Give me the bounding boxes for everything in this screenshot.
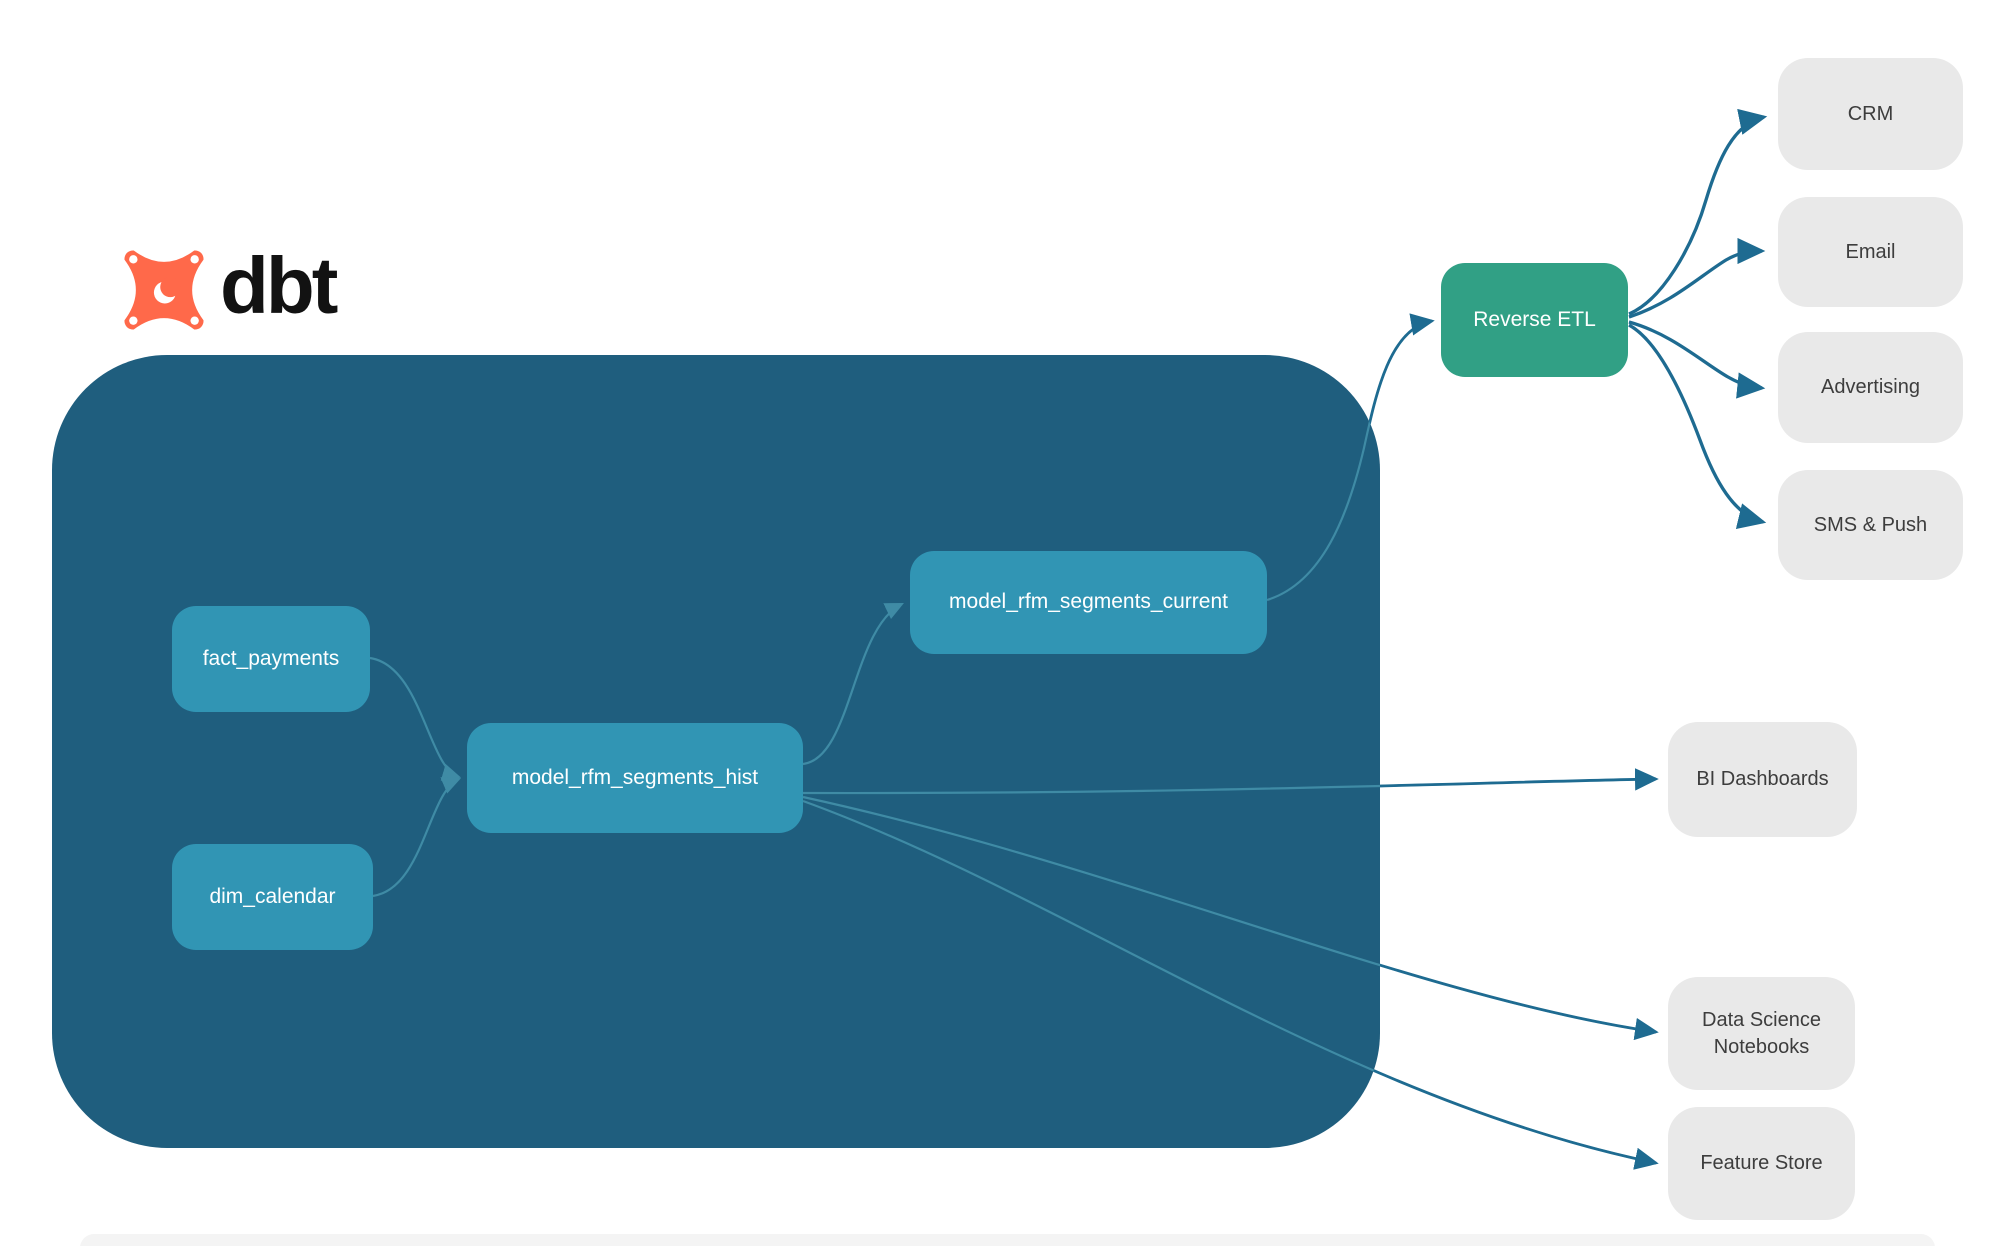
node-reverse-etl-label: Reverse ETL (1473, 307, 1596, 331)
node-model-rfm-segments-current-label: model_rfm_segments_current (949, 590, 1228, 614)
node-model-rfm-segments-hist: model_rfm_segments_hist (467, 723, 803, 833)
node-dim-calendar-label: dim_calendar (209, 884, 336, 908)
edge-reverse-etl-to-sms-push (1628, 323, 1767, 529)
edge-reverse-etl-to-advertising (1628, 320, 1766, 399)
node-data-science-notebooks-label: Data Science Notebooks (1702, 1008, 1821, 1058)
node-model-rfm-segments-hist-label: model_rfm_segments_hist (511, 765, 759, 789)
node-model-rfm-segments-current: model_rfm_segments_current (910, 551, 1267, 654)
dbt-logo-text: dbt (220, 241, 338, 330)
bottom-cropped-card-edge (80, 1234, 1935, 1246)
node-sms-push-label: SMS & Push (1813, 513, 1928, 536)
node-bi-dashboards-label: BI Dashboards (1696, 768, 1829, 790)
node-data-science-notebooks: Data Science Notebooks (1668, 977, 1855, 1090)
node-fact-payments-label: fact_payments (202, 646, 340, 670)
dbt-logo: dbt (122, 241, 338, 332)
node-feature-store: Feature Store (1668, 1107, 1855, 1220)
node-advertising: Advertising (1778, 332, 1963, 443)
node-email-label: Email (1845, 240, 1896, 263)
node-email: Email (1778, 197, 1963, 307)
node-feature-store-label: Feature Store (1700, 1152, 1823, 1174)
node-sms-push: SMS & Push (1778, 470, 1963, 580)
node-crm-label: CRM (1847, 102, 1894, 125)
node-advertising-label: Advertising (1821, 376, 1920, 398)
node-dim-calendar: dim_calendar (172, 844, 373, 950)
node-reverse-etl: Reverse ETL (1441, 263, 1628, 377)
dbt-logo-icon (124, 250, 204, 330)
node-fact-payments: fact_payments (172, 606, 370, 712)
edge-reverse-etl-to-email (1628, 237, 1766, 319)
edge-reverse-etl-to-crm (1628, 108, 1768, 316)
node-bi-dashboards: BI Dashboards (1668, 722, 1857, 837)
node-crm: CRM (1778, 58, 1963, 170)
